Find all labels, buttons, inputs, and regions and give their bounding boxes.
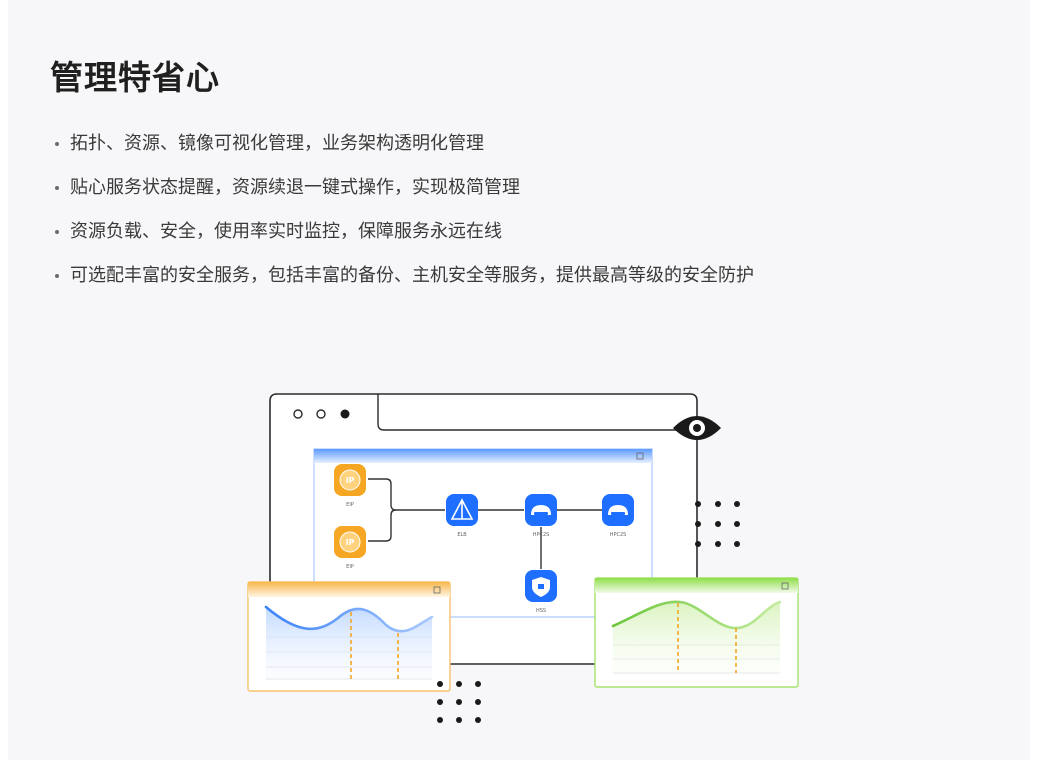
feature-text: 贴心服务状态提醒，资源续退一键式操作，实现极简管理 [70,177,520,198]
node-label: EIP [346,564,354,570]
bullet-dot [55,274,59,278]
panel-close-icon[interactable] [781,582,789,590]
window-dot-icon [316,409,326,419]
chart-line [264,605,434,633]
window-dot-icon [340,409,350,419]
eip-node[interactable]: IP EIP [334,526,366,570]
topology-links [368,478,602,569]
node-label: EIP [346,502,354,508]
window-dot-icon [293,409,303,419]
feature-item: 资源负载、安全，使用率实时监控，保障服务永远在线 [52,216,754,260]
dot-grid-decoration [437,681,481,723]
feature-item: 贴心服务状态提醒，资源续退一键式操作，实现极简管理 [52,172,754,216]
node-label: HPC2S [610,532,627,538]
panel-close-icon[interactable] [433,586,441,594]
chart-area [266,607,432,679]
node-label: HSS [536,608,546,614]
node-label: ELB [457,532,467,538]
usage-chart-panel [247,581,451,692]
ip-badge-text: IP [346,538,355,547]
feature-text: 可选配丰富的安全服务，包括丰富的备份、主机安全等服务，提供最高等级的安全防护 [70,265,754,286]
cloud-server-node[interactable]: HPC2S [525,494,557,538]
chart-line [611,600,782,630]
load-chart-panel [594,577,799,688]
feature-list: 拓扑、资源、镜像可视化管理，业务架构透明化管理 贴心服务状态提醒，资源续退一键式… [52,128,754,304]
page-title: 管理特省心 [50,58,220,97]
node-label: HPC2S [533,532,550,538]
host-security-node[interactable]: HSS [525,570,557,614]
bullet-dot [55,186,59,190]
load-balancer-icon [450,498,474,520]
bullet-dot [55,142,59,146]
feature-item: 拓扑、资源、镜像可视化管理，业务架构透明化管理 [52,128,754,172]
eip-node[interactable]: IP EIP [334,464,366,508]
elb-node[interactable]: ELB [446,494,478,538]
dot-grid-decoration [695,501,740,547]
cloud-server-node[interactable]: HPC2S [602,494,634,538]
feature-item: 可选配丰富的安全服务，包括丰富的备份、主机安全等服务，提供最高等级的安全防护 [52,260,754,304]
eye-icon [673,416,721,440]
bullet-dot [55,230,59,234]
feature-text: 拓扑、资源、镜像可视化管理，业务架构透明化管理 [70,133,484,154]
feature-text: 资源负载、安全，使用率实时监控，保障服务永远在线 [70,221,502,242]
chart-area [613,601,780,673]
ip-badge-text: IP [346,476,355,485]
panel-close-icon[interactable] [636,452,644,460]
